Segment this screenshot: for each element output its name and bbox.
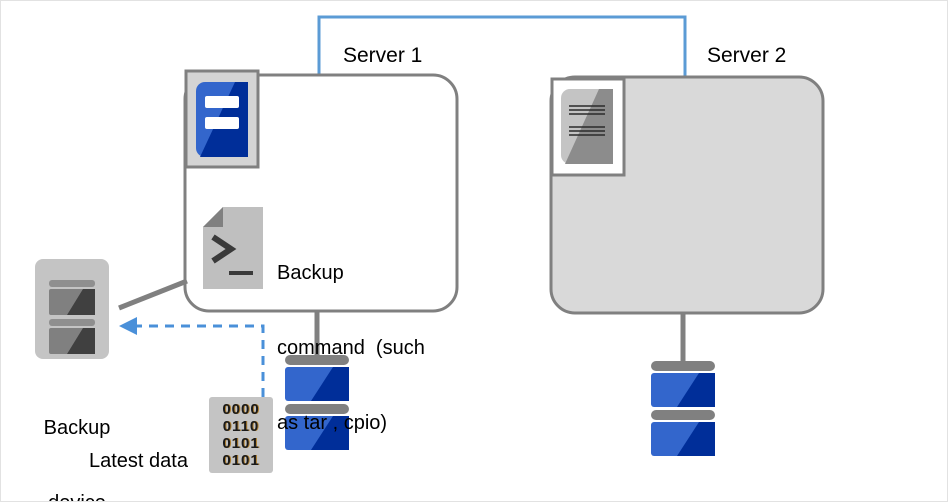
label-backup-command: Backup command (such as tar , cpio)	[277, 211, 457, 486]
backup-command-line-2: command (such	[277, 337, 425, 359]
server-icon-blue	[184, 69, 260, 169]
backup-command-line-3: as tar , cpio)	[277, 412, 388, 434]
backup-device-icon[interactable]	[35, 259, 109, 359]
latest-data-binary-box: 0000 0110 0101 0101	[209, 397, 273, 473]
backup-device-line-2: device	[29, 491, 125, 501]
backup-command-line-1: Backup	[277, 262, 344, 284]
binary-row: 0110	[222, 418, 260, 435]
connector-cluster-link	[317, 15, 687, 79]
binary-row: 0101	[222, 435, 260, 452]
binary-row: 0000	[222, 401, 260, 418]
disk-stack-blue-server1[interactable]	[285, 355, 349, 450]
label-server1: Server 1	[343, 44, 423, 67]
label-latest-data: Latest data	[89, 450, 188, 472]
binary-row: 0101	[222, 452, 260, 469]
disk-stack-blue-server2[interactable]	[651, 361, 715, 456]
label-server2: Server 2	[707, 44, 787, 67]
connector-backup-path	[118, 278, 188, 311]
connector-data-flow	[119, 317, 265, 397]
terminal-script-icon	[203, 207, 263, 289]
binary-rows: 0000 0110 0101 0101	[209, 401, 273, 469]
server-icon-gray	[550, 77, 626, 177]
backup-device-line-1: Backup	[43, 417, 111, 439]
label-backup-device: Backup device	[29, 366, 125, 501]
